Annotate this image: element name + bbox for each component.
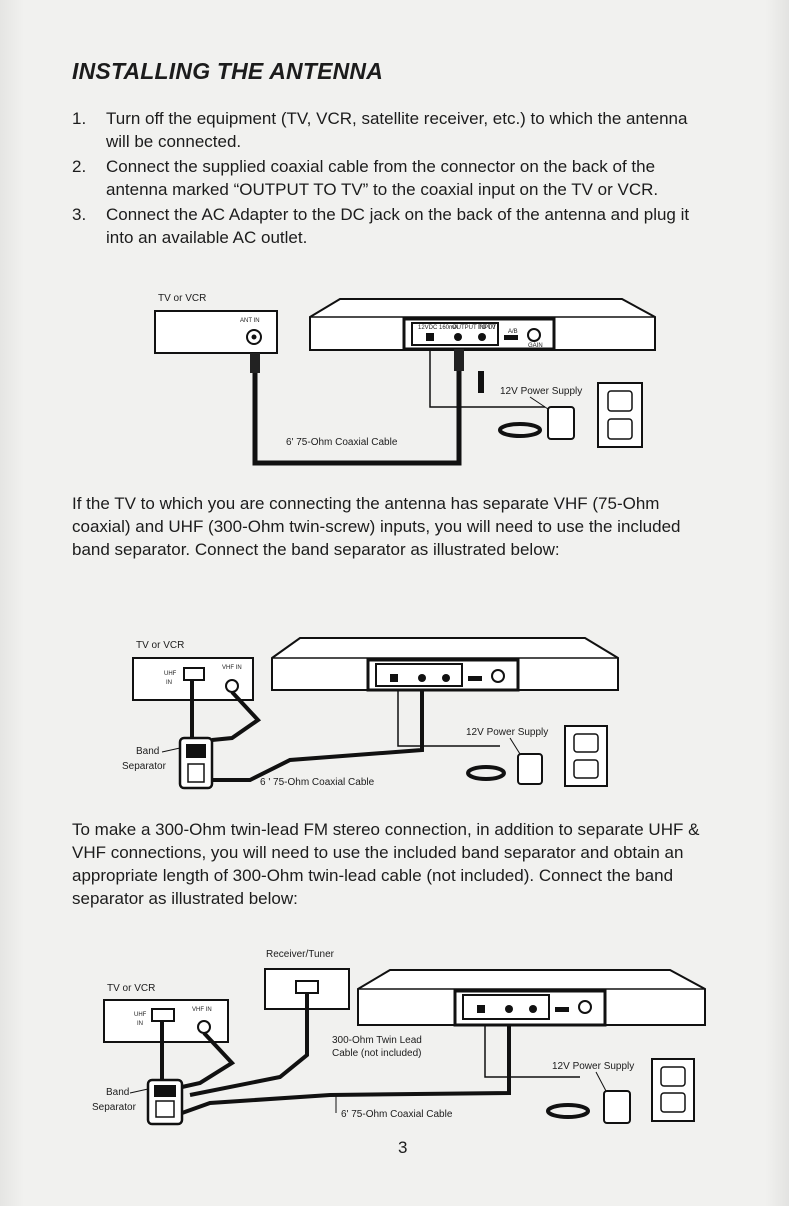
step-text: Connect the supplied coaxial cable from … <box>106 157 659 199</box>
coiled-cord <box>498 422 542 438</box>
uhf-terminals <box>183 667 205 681</box>
panel-output-label: OUTPUT TO TV <box>452 325 496 331</box>
step-number: 3. <box>72 205 87 224</box>
vhf-label: VHF IN <box>222 665 242 671</box>
ant-in-label: ANT IN <box>240 318 260 324</box>
vhf-connector <box>197 1020 211 1034</box>
coax-plug-tv <box>250 353 260 373</box>
band-label: Band <box>106 1087 129 1098</box>
gain-knob <box>578 1000 592 1014</box>
coax-to-vhf <box>211 690 262 742</box>
power-adapter <box>603 1090 631 1124</box>
coaxial-cable <box>252 371 462 466</box>
tv-label: TV or VCR <box>136 640 184 651</box>
wall-outlet <box>597 382 643 448</box>
panel-input-label: INPUT <box>478 325 496 331</box>
coax-cable-label: 6' 75-Ohm Coaxial Cable <box>341 1109 453 1120</box>
vhf-label: VHF IN <box>192 1007 212 1013</box>
coiled-cord <box>466 765 506 781</box>
dc-jack <box>477 1005 485 1013</box>
uhf-terminals <box>151 1008 175 1022</box>
coax-plug-antenna <box>454 349 464 371</box>
step-item: 3. Connect the AC Adapter to the DC jack… <box>72 203 712 249</box>
instruction-steps: 1. Turn off the equipment (TV, VCR, sate… <box>72 107 712 251</box>
power-supply-label: 12V Power Supply <box>500 386 582 397</box>
twin-lead-label-1: 300-Ohm Twin Lead <box>332 1035 422 1046</box>
ab-switch <box>555 1007 569 1012</box>
twin-lead-label-2: Cable (not included) <box>332 1048 422 1059</box>
output-connector <box>454 333 462 341</box>
step-text: Connect the AC Adapter to the DC jack on… <box>106 205 690 247</box>
input-connector <box>529 1005 537 1013</box>
ab-switch <box>504 335 518 340</box>
wall-outlet <box>651 1058 695 1122</box>
input-connector <box>478 333 486 341</box>
power-adapter <box>517 753 543 785</box>
band-label: Band <box>136 746 159 757</box>
page-title: INSTALLING THE ANTENNA <box>72 58 384 84</box>
step-item: 2. Connect the supplied coaxial cable fr… <box>72 155 712 201</box>
separator-label: Separator <box>122 761 167 772</box>
fm-connection-paragraph: To make a 300-Ohm twin-lead FM stereo co… <box>72 820 700 908</box>
dc-jack <box>426 333 434 341</box>
input-connector <box>442 674 450 682</box>
gain-knob <box>527 328 541 342</box>
diagram-basic-connection: TV or VCR ANT IN 12VDC 160mA OUTPUT TO T… <box>154 293 656 466</box>
receiver-label: Receiver/Tuner <box>266 949 335 960</box>
receiver-terminals <box>295 980 319 994</box>
step-item: 1. Turn off the equipment (TV, VCR, sate… <box>72 107 712 153</box>
tv-label: TV or VCR <box>107 983 155 994</box>
power-cable <box>484 1025 580 1078</box>
output-connector <box>418 674 426 682</box>
diagram-fm-connection: Receiver/Tuner TV or VCR UHF IN VHF IN B… <box>92 949 706 1126</box>
coaxial-cable <box>181 1025 511 1115</box>
coiled-cord <box>546 1103 590 1119</box>
coax-cable-label: 6 ' 75-Ohm Coaxial Cable <box>260 777 375 788</box>
step-text: Turn off the equipment (TV, VCR, satelli… <box>106 109 688 151</box>
separator-label: Separator <box>92 1102 137 1113</box>
power-adapter <box>547 406 575 440</box>
power-cable <box>397 690 500 747</box>
output-connector <box>505 1005 513 1013</box>
twin-lead-cable <box>189 993 309 1097</box>
diagram-band-separator: TV or VCR UHF IN VHF IN Band Separator 1… <box>122 637 619 790</box>
dc-jack <box>390 674 398 682</box>
page-number: 3 <box>398 1138 408 1157</box>
wall-outlet <box>564 725 608 787</box>
vhf-connector <box>225 679 239 693</box>
step-number: 1. <box>72 109 87 128</box>
coax-cable-label: 6' 75-Ohm Coaxial Cable <box>286 437 398 448</box>
coaxial-cable <box>212 690 424 782</box>
panel-dc-label: 12VDC 160mA <box>418 325 458 331</box>
power-supply-label: 12V Power Supply <box>552 1061 634 1072</box>
step-number: 2. <box>72 157 87 176</box>
coax-to-vhf <box>181 1031 236 1089</box>
power-cable <box>429 349 545 408</box>
tv-label: TV or VCR <box>158 293 206 304</box>
uhf-label: UHF <box>164 671 177 677</box>
gain-knob <box>491 669 505 683</box>
uhf-label: UHF <box>134 1012 147 1018</box>
panel-gain-label: GAIN <box>528 343 543 349</box>
uhf-in-label: IN <box>166 680 172 686</box>
panel-ab-label: A/B <box>508 329 518 335</box>
band-separator-paragraph: If the TV to which you are connecting th… <box>72 494 681 559</box>
power-supply-label: 12V Power Supply <box>466 727 548 738</box>
ab-switch <box>468 676 482 681</box>
uhf-in-label: IN <box>137 1021 143 1027</box>
